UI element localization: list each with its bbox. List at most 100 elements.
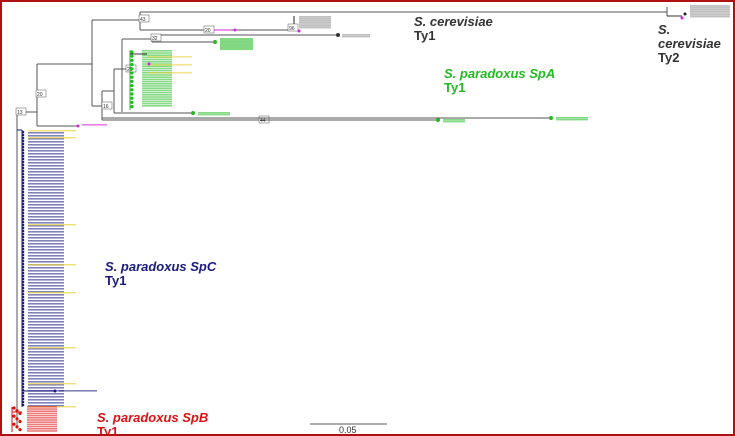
leaf-label [28, 294, 64, 296]
leaf-node [21, 169, 25, 173]
leaf-label [27, 410, 57, 412]
leaf-label [28, 222, 64, 224]
leaf-node [76, 124, 80, 128]
node-support-value: 44 [260, 118, 266, 124]
leaf-label [28, 264, 76, 266]
leaf-label [28, 252, 64, 254]
leaf-label [28, 383, 76, 385]
leaf-node [130, 63, 134, 67]
leaf-label [27, 412, 57, 415]
leaf-node [21, 280, 25, 284]
leaf-node [21, 250, 25, 254]
leaf-label [82, 124, 107, 126]
leaf-node [21, 268, 25, 272]
leaf-label [28, 216, 64, 218]
leaf-node [21, 247, 25, 251]
leaf-label [28, 393, 64, 395]
species-name: S. paradoxus SpB [97, 410, 209, 425]
leaf-label [220, 41, 253, 43]
leaf-label [28, 399, 64, 401]
leaf-node [147, 62, 151, 66]
leaf-node [130, 58, 134, 63]
leaf-label [28, 213, 64, 215]
leaf-label [28, 321, 64, 323]
leaf-label [690, 6, 730, 9]
leaf-node [130, 88, 134, 92]
leaf-node [21, 394, 25, 398]
scale-bar-label: 0.05 [339, 425, 357, 435]
leaf-node [21, 403, 25, 407]
leaf-label [28, 292, 76, 294]
leaf-label [28, 339, 64, 341]
leaf-node [21, 256, 25, 260]
leaf-node [21, 334, 25, 338]
leaf-node [21, 274, 25, 278]
leaf-label [28, 228, 64, 230]
leaf-node [21, 385, 25, 389]
node-support-value: 96 [289, 26, 295, 32]
leaf-label [690, 14, 730, 16]
leaf-label [28, 204, 64, 206]
leaf-node [21, 229, 25, 233]
leaf-node [21, 292, 25, 296]
leaf-label [28, 405, 64, 407]
leaf-label [28, 273, 64, 275]
leaf-label [142, 94, 172, 96]
leaf-label [142, 50, 172, 52]
leaf-label [27, 406, 57, 408]
leaf-label [27, 414, 57, 417]
leaf-node [21, 325, 25, 329]
leaf-node [21, 397, 25, 401]
support-box [287, 23, 299, 32]
leaf-label [28, 153, 64, 155]
leaf-node [21, 184, 25, 188]
leaf-label [220, 47, 253, 49]
leaf-node [21, 283, 25, 287]
leaf-label [28, 396, 64, 398]
leaf-label [220, 48, 253, 51]
leaf-label [28, 402, 64, 404]
leaf-label [28, 315, 64, 317]
leaf-node [21, 346, 25, 350]
leaf-label [28, 324, 64, 326]
leaf-node [21, 232, 25, 236]
leaf-label [142, 52, 172, 54]
leaf-label [28, 249, 64, 251]
leaf-label [28, 369, 64, 371]
leaf-label [556, 117, 588, 119]
leaf-node [21, 382, 25, 386]
leaf-label [28, 333, 64, 335]
species-name: S. cerevisiae [414, 14, 493, 29]
leaf-node [18, 419, 22, 424]
leaf-label [299, 26, 331, 29]
leaf-label [28, 180, 64, 182]
leaf-label [142, 87, 172, 89]
leaf-node [21, 301, 25, 305]
leaf-label [220, 38, 253, 40]
leaf-node [21, 133, 25, 137]
leaf-label [28, 147, 64, 149]
leaf-node [15, 409, 19, 413]
support-box [35, 89, 47, 98]
leaf-label [28, 375, 64, 377]
leaf-node [21, 223, 25, 227]
leaf-node [21, 361, 25, 365]
leaf-node [21, 208, 25, 212]
leaf-label [198, 112, 230, 114]
leaf-node [21, 202, 25, 206]
leaf-node [18, 428, 22, 432]
support-box [150, 33, 162, 42]
leaf-node [21, 373, 25, 377]
leaf-label [220, 42, 253, 45]
leaf-node [21, 148, 25, 152]
leaf-label [28, 135, 64, 137]
leaf-label [198, 113, 230, 116]
leaf-node [21, 295, 25, 299]
element-name: Ty1 [414, 28, 436, 43]
element-name: Ty1 [105, 273, 127, 288]
leaf-node [21, 304, 25, 308]
leaf-label [556, 118, 588, 121]
support-box [138, 14, 150, 23]
leaf-label [28, 237, 64, 239]
leaf-label [28, 363, 64, 365]
